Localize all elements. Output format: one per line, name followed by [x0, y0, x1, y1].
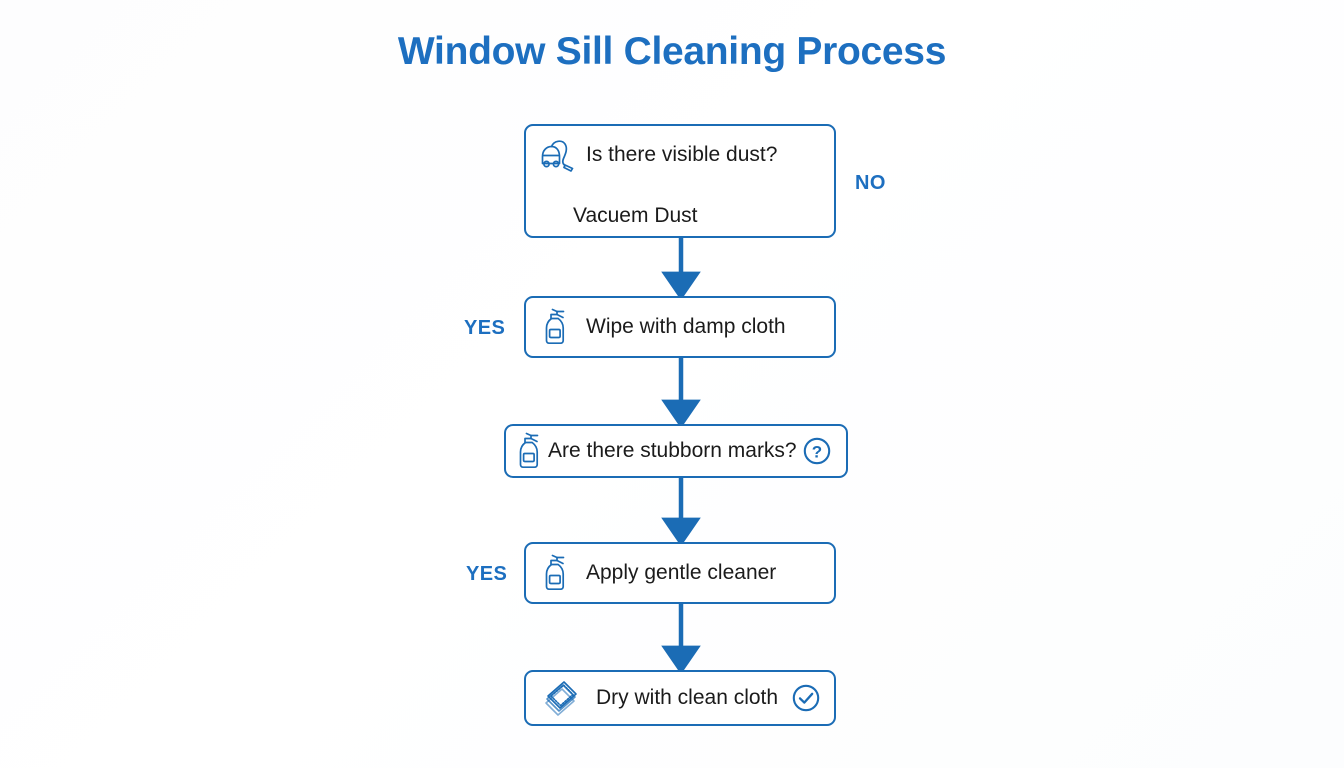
- flow-node-label: Is there visible dust?: [586, 143, 778, 166]
- vacuum-cleaner-icon: [538, 138, 578, 172]
- branch-label-yes-cleaner: YES: [466, 563, 508, 585]
- check-circle-icon[interactable]: [790, 682, 822, 714]
- folded-cloth-icon: [540, 677, 584, 719]
- spray-bottle-icon: [540, 307, 570, 347]
- flow-node-dry-with-clean-cloth[interactable]: Dry with clean cloth: [524, 670, 836, 726]
- flow-node-label: Are there stubborn marks?: [548, 439, 797, 462]
- flow-node-apply-gentle-cleaner[interactable]: Apply gentle cleaner: [524, 542, 836, 604]
- spray-bottle-icon: [540, 553, 570, 593]
- svg-text:?: ?: [811, 443, 821, 462]
- flow-node-are-there-stubborn-marks[interactable]: Are there stubborn marks? ?: [504, 424, 848, 478]
- flow-node-label: Wipe with damp cloth: [586, 315, 786, 338]
- branch-label-no: NO: [855, 172, 886, 194]
- question-circle-icon[interactable]: ?: [801, 435, 833, 467]
- flow-node-is-there-visible-dust[interactable]: Is there visible dust? Vacuem Dust: [524, 124, 836, 238]
- flow-node-sublabel: Vacuem Dust: [573, 204, 698, 227]
- flow-node-wipe-with-damp-cloth[interactable]: Wipe with damp cloth: [524, 296, 836, 358]
- branch-label-yes-wipe: YES: [464, 317, 506, 339]
- spray-bottle-icon: [514, 431, 544, 471]
- flow-node-label: Dry with clean cloth: [596, 686, 779, 709]
- flow-node-label: Apply gentle cleaner: [586, 561, 777, 584]
- page-title: Window Sill Cleaning Process: [397, 30, 947, 73]
